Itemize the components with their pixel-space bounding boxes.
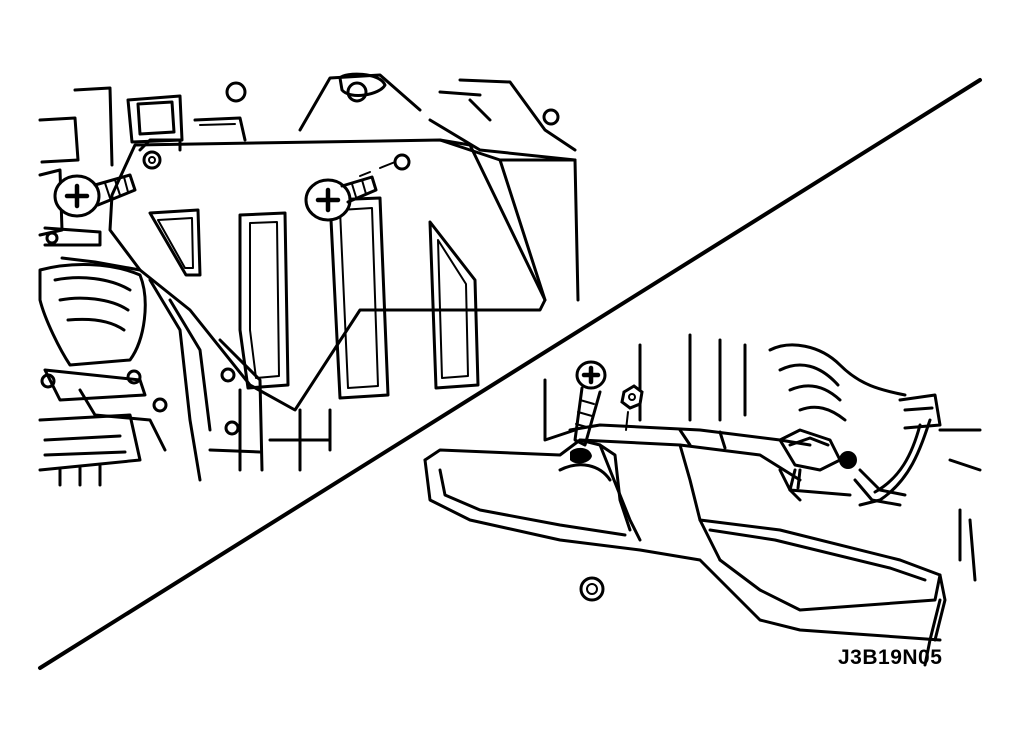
screw-icon: [304, 175, 378, 222]
view-divider: [38, 78, 982, 670]
lower-right-view: [423, 333, 982, 667]
figure-code-label: J3B19N05: [838, 646, 943, 669]
screw-icon: [53, 173, 137, 218]
left-side-components: [38, 168, 332, 487]
lower-background-structure: [543, 333, 982, 582]
background-structure: [38, 72, 580, 302]
heat-shield-icon: [108, 138, 577, 412]
screw-icon: [573, 360, 607, 447]
upper-left-view: [38, 72, 580, 487]
nut-icon: [620, 384, 644, 431]
clamp-assembly: [570, 428, 907, 507]
drain-plug-icon: [579, 576, 605, 602]
underbody-panel-icon: [423, 423, 947, 667]
